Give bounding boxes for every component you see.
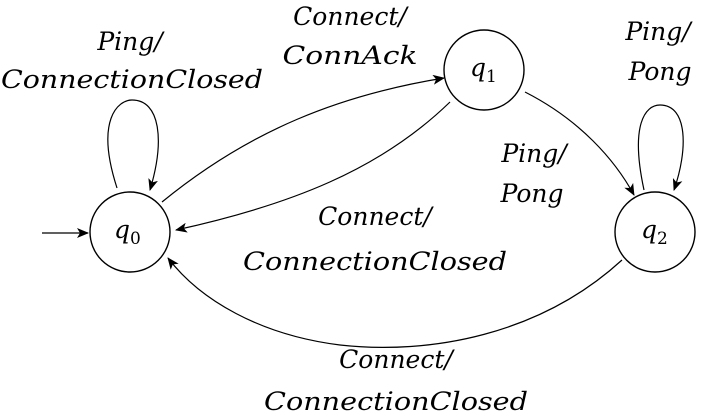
state-q2-sub: 2	[657, 229, 668, 249]
state-q0-sub: 0	[130, 229, 141, 249]
edge-q2-q0	[167, 257, 623, 348]
label-q0-loop-line2: ConnectionClosed	[1, 65, 263, 94]
label-q1-q0-line2: ConnectionClosed	[243, 247, 507, 276]
label-q1-q0-line1: Connect/	[318, 202, 434, 231]
edge-q1-q0	[175, 101, 451, 233]
state-q1-name: q	[470, 53, 486, 82]
state-q0-name: q	[114, 215, 130, 244]
state-q1: q1	[443, 29, 525, 111]
state-q2-name: q	[641, 215, 657, 244]
label-q1-q2-line2: Pong	[500, 179, 564, 208]
q0-self-loop	[107, 99, 159, 191]
state-q0: q0	[89, 191, 171, 273]
label-q2-q0-line2: ConnectionClosed	[264, 387, 528, 414]
label-q0-q1-line1: Connect/	[293, 2, 409, 31]
svg-text:q0: q0	[114, 215, 141, 249]
state-q1-sub: 1	[486, 67, 497, 87]
svg-text:q2: q2	[641, 215, 668, 249]
label-q1-q2-line1: Ping/	[500, 139, 569, 168]
label-q2-q0-line1: Connect/	[339, 345, 455, 374]
label-q2-loop-line2: Pong	[628, 57, 692, 86]
label-q2-loop-line1: Ping/	[624, 17, 693, 46]
q2-self-loop	[637, 104, 684, 191]
svg-text:q1: q1	[470, 53, 497, 87]
edge-q0-q1	[161, 74, 445, 203]
edge-q1-q2	[524, 91, 635, 196]
label-q0-q1-line2: ConnAck	[283, 41, 418, 70]
state-q2: q2	[614, 191, 696, 273]
label-q0-loop-line1: Ping/	[96, 27, 165, 56]
